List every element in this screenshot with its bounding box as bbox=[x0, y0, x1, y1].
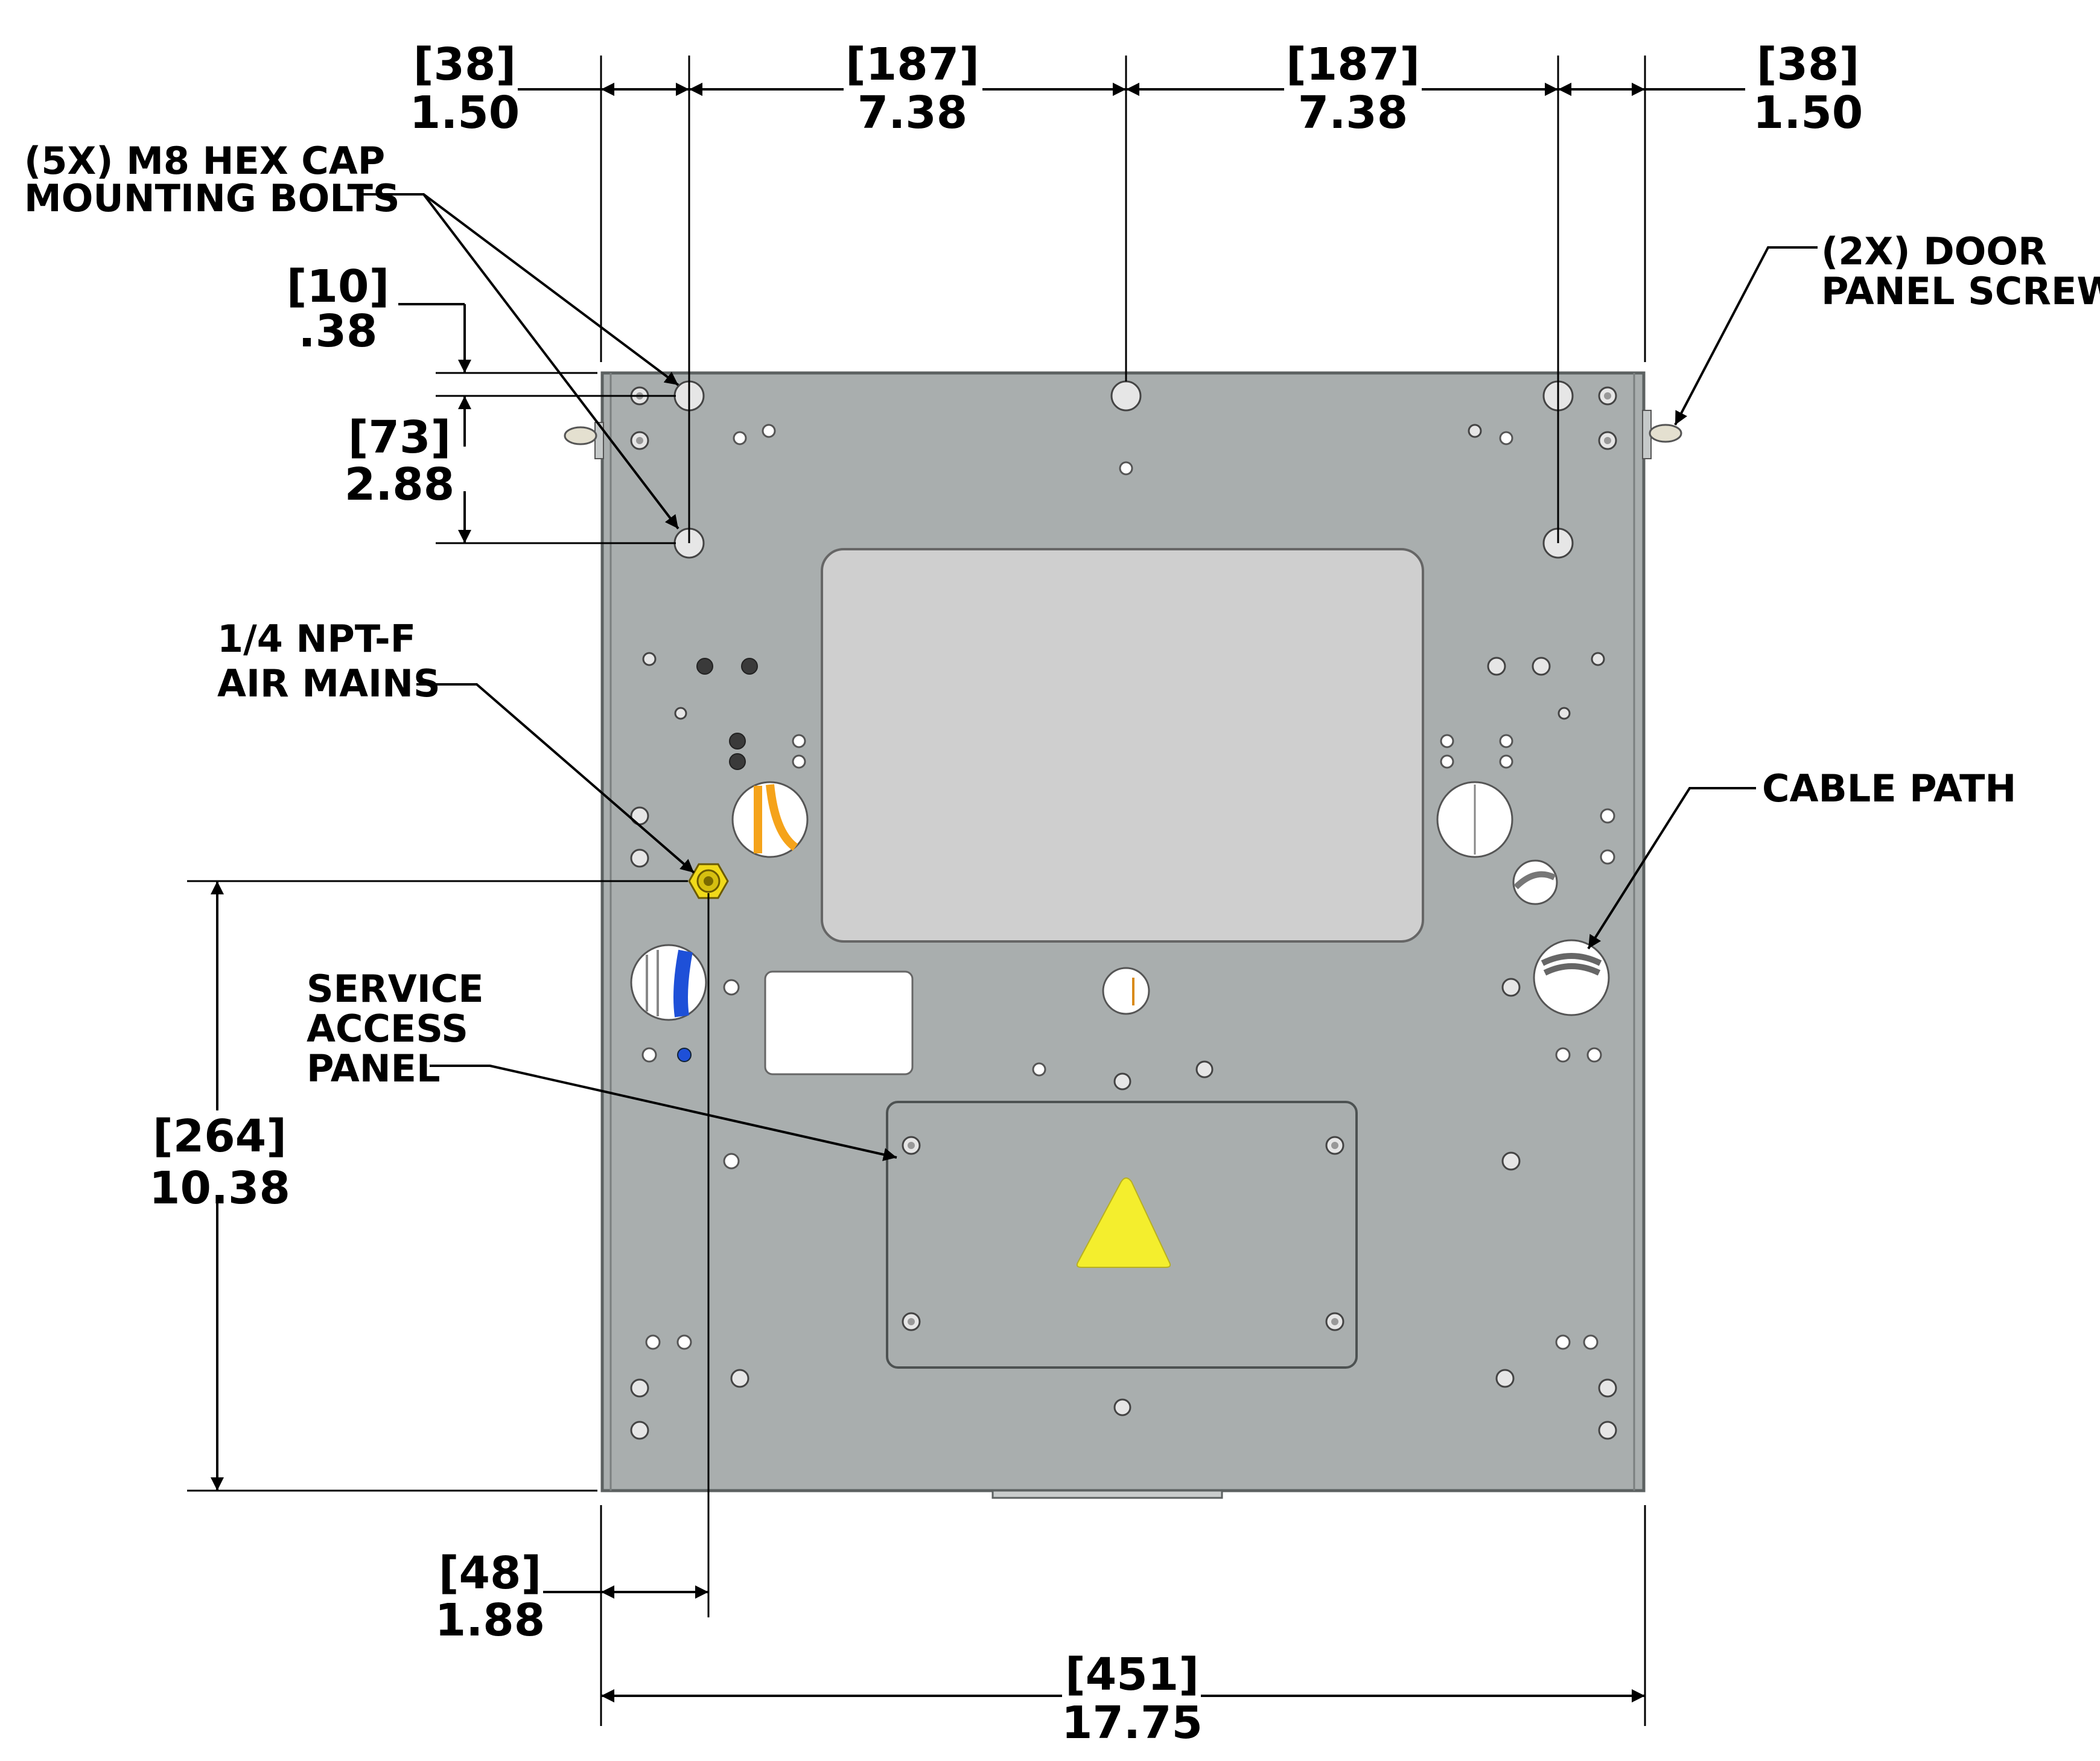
viewing-window bbox=[821, 548, 1424, 943]
door-screw-left-icon bbox=[564, 426, 597, 445]
callout-line: SERVICE bbox=[307, 967, 484, 1011]
callout-line: ACCESS bbox=[307, 1007, 468, 1051]
dim-mm: [73] bbox=[348, 412, 451, 463]
dimension-lines bbox=[211, 83, 1745, 1702]
dim-air-offset: [48] 1.88 bbox=[435, 1547, 546, 1646]
dim-top-right-edge: [38] 1.50 bbox=[1753, 39, 1863, 139]
dim-mm: [38] bbox=[413, 39, 517, 91]
dim-in: 1.50 bbox=[1753, 87, 1863, 139]
callout-cable-path: CABLE PATH bbox=[1762, 766, 2016, 810]
callout-line: AIR MAINS bbox=[217, 661, 441, 705]
dim-mm: [187] bbox=[1286, 39, 1420, 91]
mounting-bolt-icon bbox=[1110, 380, 1142, 412]
callout-air-mains: 1/4 NPT-F AIR MAINS bbox=[217, 617, 441, 705]
callout-line: PANEL bbox=[307, 1046, 440, 1091]
callout-door-screw: (2X) DOOR PANEL SCREW bbox=[1821, 229, 2100, 313]
air-mains-fitting-icon bbox=[688, 863, 729, 899]
callout-line: PANEL SCREW bbox=[1821, 269, 2100, 313]
dim-in: 1.88 bbox=[435, 1594, 546, 1646]
callout-line: (2X) DOOR bbox=[1821, 229, 2047, 273]
dim-bolt-spacing: [73] 2.88 bbox=[345, 412, 455, 511]
dim-top-left-center: [187] 7.38 bbox=[845, 39, 979, 139]
callout-line: (5X) M8 HEX CAP bbox=[24, 139, 385, 183]
dim-in: .38 bbox=[298, 305, 377, 357]
dim-top-center-right: [187] 7.38 bbox=[1286, 39, 1420, 139]
callout-line: CABLE PATH bbox=[1762, 766, 2016, 810]
dim-mm: [10] bbox=[287, 261, 390, 313]
door-screw-right-icon bbox=[1649, 424, 1682, 443]
dim-mm: [187] bbox=[845, 39, 979, 91]
dim-in: 7.38 bbox=[858, 87, 968, 139]
warning-triangle-icon bbox=[1076, 1177, 1171, 1268]
extension-lines bbox=[187, 56, 1646, 1726]
label-plate bbox=[764, 970, 914, 1075]
cable-pass-through-holes bbox=[630, 781, 1610, 1021]
callout-leaders bbox=[363, 193, 1818, 1161]
dim-in: 1.50 bbox=[410, 87, 520, 139]
callout-line: 1/4 NPT-F bbox=[217, 617, 416, 661]
callout-mounting-bolts: (5X) M8 HEX CAP MOUNTING BOLTS bbox=[24, 139, 400, 220]
callout-line: MOUNTING BOLTS bbox=[24, 176, 400, 220]
cable-path-hole bbox=[1533, 939, 1610, 1016]
dim-in: 7.38 bbox=[1298, 87, 1408, 139]
dim-in: 17.75 bbox=[1061, 1697, 1203, 1749]
dim-mm: [48] bbox=[439, 1547, 542, 1599]
plate-fasteners bbox=[630, 386, 1617, 1440]
dim-air-height: [264] 10.38 bbox=[149, 1110, 290, 1214]
dim-mm: [38] bbox=[1757, 39, 1860, 91]
dim-top-offset: [10] .38 bbox=[287, 261, 390, 357]
dim-in: 10.38 bbox=[149, 1162, 290, 1214]
dim-mm: [451] bbox=[1065, 1649, 1199, 1701]
service-access-panel bbox=[886, 1101, 1358, 1369]
dim-overall-width: [451] 17.75 bbox=[1061, 1649, 1203, 1749]
dim-mm: [264] bbox=[153, 1110, 287, 1162]
callout-service-panel: SERVICE ACCESS PANEL bbox=[307, 967, 484, 1091]
dim-in: 2.88 bbox=[345, 459, 455, 511]
bottom-lip bbox=[991, 1489, 1223, 1499]
dim-top-left-edge: [38] 1.50 bbox=[410, 39, 520, 139]
